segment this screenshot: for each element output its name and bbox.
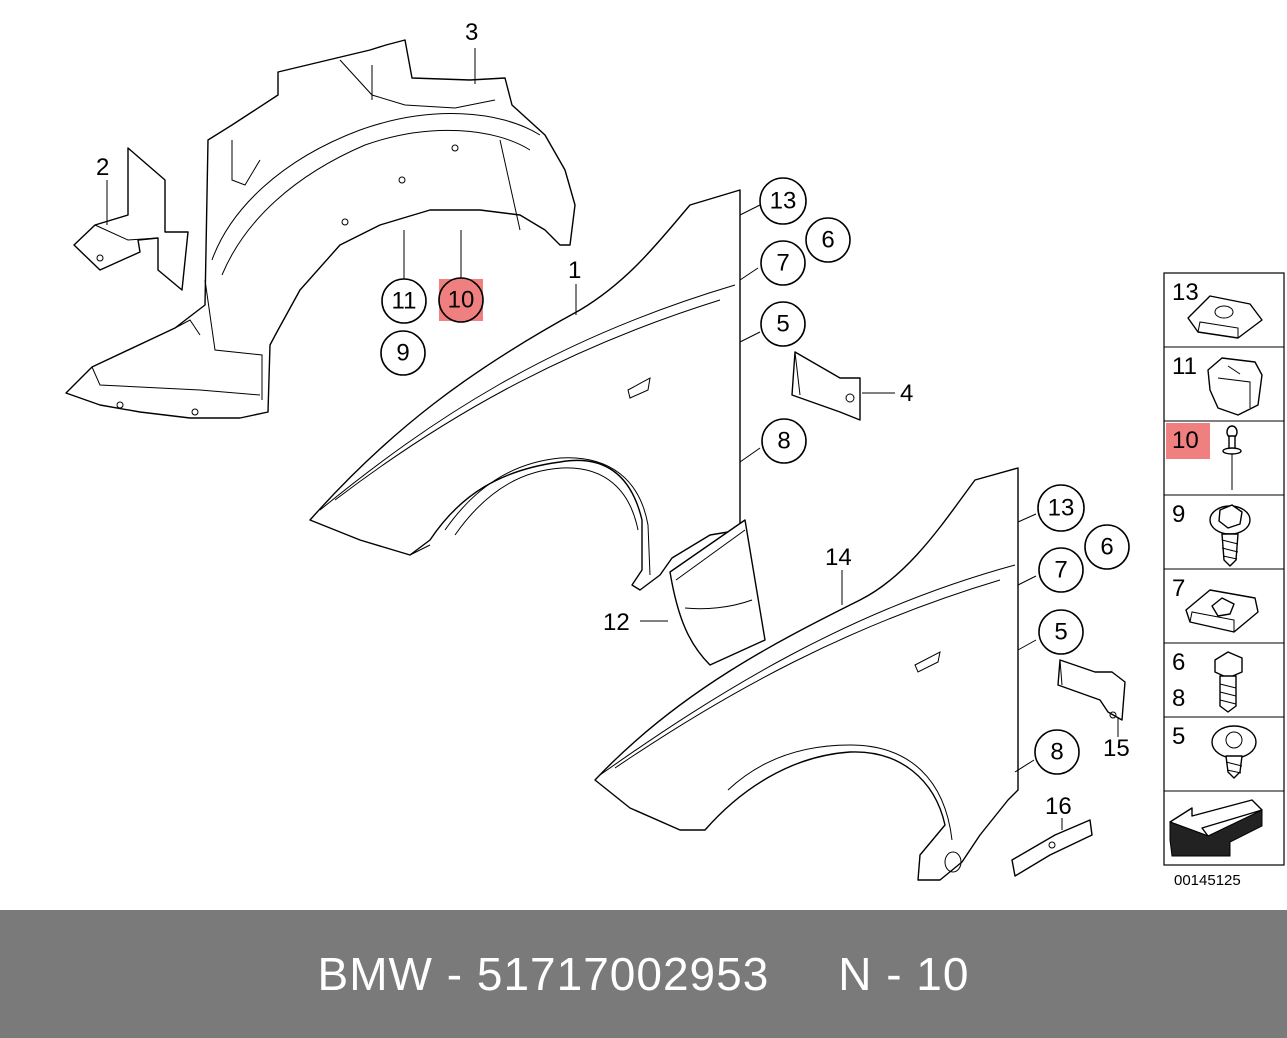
- legend-highlight-10: [1166, 423, 1210, 459]
- callout-11: 11: [381, 278, 427, 324]
- bracket-part-2: [73, 147, 189, 291]
- callout-13-upper: 13: [759, 177, 807, 225]
- clip-nut-icon: [1187, 295, 1263, 339]
- legend-label-11: 11: [1172, 353, 1197, 380]
- callout-8-lower: 8: [1034, 729, 1080, 775]
- callout-6-lower: 6: [1084, 524, 1130, 570]
- legend-label-5: 5: [1172, 723, 1185, 750]
- part-info-footer: BMW - 51717002953 N - 10: [0, 910, 1287, 1038]
- footer-text: BMW - 51717002953 N - 10: [318, 947, 970, 1001]
- legend-label-8: 8: [1172, 685, 1185, 712]
- svg-text:7: 7: [1054, 557, 1067, 584]
- label-part-3: 3: [465, 19, 478, 46]
- legend-label-10: 10: [1172, 427, 1199, 454]
- svg-text:7: 7: [776, 250, 789, 277]
- label-part-1: 1: [568, 257, 581, 284]
- label-part-14: 14: [825, 544, 852, 571]
- label-part-12: 12: [603, 609, 630, 636]
- callout-7-upper: 7: [760, 240, 806, 286]
- footer-part-number: 51717002953: [476, 948, 770, 1000]
- leader-lines: [106, 48, 1119, 830]
- diagram-number: 00145125: [1174, 872, 1241, 889]
- svg-text:9: 9: [396, 340, 409, 367]
- svg-text:6: 6: [1100, 534, 1113, 561]
- parts-diagram: 3 2 1 4 12 14 15 16 11 10 9 13 6 7 5 8: [65, 19, 1285, 889]
- callout-7-lower: 7: [1038, 547, 1084, 593]
- svg-text:8: 8: [1050, 739, 1063, 766]
- callout-10-highlighted: 10: [438, 277, 484, 323]
- legend-label-9: 9: [1172, 501, 1185, 528]
- screw-washer-icon: [1209, 504, 1251, 567]
- callout-5-lower: 5: [1038, 609, 1084, 655]
- fender-part-1: [309, 189, 741, 591]
- svg-text:5: 5: [1054, 619, 1067, 646]
- label-part-15: 15: [1103, 735, 1130, 762]
- speed-nut-icon: [1185, 589, 1259, 633]
- svg-text:13: 13: [770, 188, 797, 215]
- fastener-legend: 13 11 10 9 7: [1163, 272, 1285, 889]
- footer-position: N - 10: [838, 948, 970, 1000]
- label-part-2: 2: [96, 154, 109, 181]
- callout-13-lower: 13: [1037, 484, 1085, 532]
- fender-part-14: [594, 467, 1019, 881]
- wheel-arch-liner-part-3: [65, 39, 576, 419]
- callout-9: 9: [380, 330, 426, 376]
- callout-5-upper: 5: [760, 301, 806, 347]
- label-part-16: 16: [1045, 793, 1072, 820]
- legend-label-6: 6: [1172, 649, 1185, 676]
- plain-part-labels: 3 2 1 4 12 14 15 16: [96, 19, 1130, 820]
- bracket-part-4: [791, 351, 861, 421]
- hex-bolt-icon: [1214, 651, 1243, 713]
- legend-label-7: 7: [1172, 575, 1185, 602]
- svg-text:5: 5: [776, 311, 789, 338]
- rivet-icon: [1222, 425, 1242, 490]
- bracket-part-16: [1011, 819, 1093, 877]
- callout-8-upper: 8: [761, 418, 807, 464]
- svg-text:8: 8: [777, 428, 790, 455]
- legend-label-13: 13: [1172, 279, 1199, 306]
- label-part-4: 4: [900, 380, 913, 407]
- direction-arrow-icon: [1169, 799, 1263, 857]
- mud-flap-part-12: [669, 519, 766, 666]
- svg-text:11: 11: [392, 288, 417, 315]
- bracket-part-15: [1057, 659, 1126, 721]
- footer-brand: BMW: [317, 948, 433, 1000]
- svg-text:6: 6: [821, 227, 834, 254]
- footer-separator: -: [446, 948, 464, 1000]
- torx-screw-icon: [1211, 725, 1257, 779]
- svg-text:10: 10: [448, 287, 475, 314]
- clip-icon: [1207, 357, 1263, 416]
- svg-text:13: 13: [1048, 495, 1075, 522]
- callout-6-upper: 6: [805, 217, 851, 263]
